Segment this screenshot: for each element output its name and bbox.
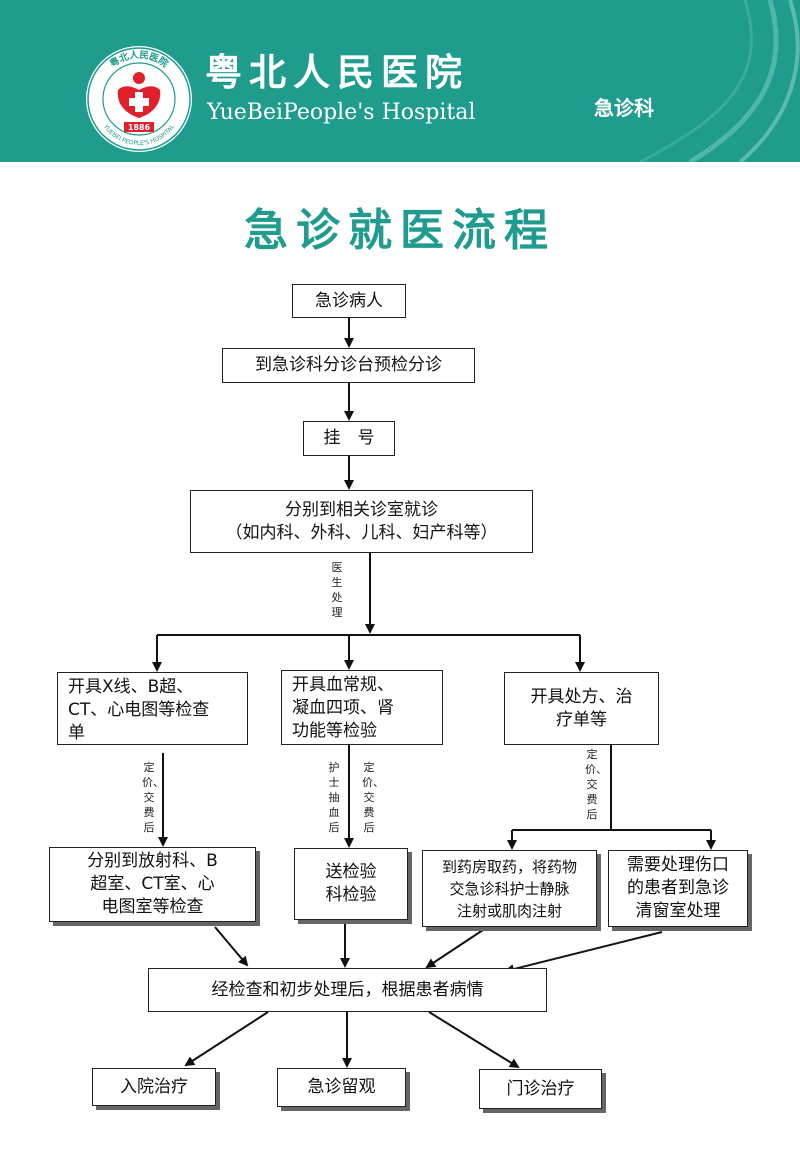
header-swoosh-decoration xyxy=(639,0,800,162)
node-wound-line-3: 清窗室处理 xyxy=(635,901,721,921)
label-pricing-pay-prescription: 定价、交费后 xyxy=(585,748,607,821)
page-title: 急诊就医流程 xyxy=(244,205,556,256)
node-outpatient-text: 门诊治疗 xyxy=(506,1078,575,1099)
node-lab-send-line-1: 送检验 xyxy=(325,862,377,882)
node-lab-order-line-3: 功能等检验 xyxy=(292,721,377,741)
node-prescription: 开具处方、治 疗单等 xyxy=(504,672,659,745)
node-patient: 急诊病人 xyxy=(292,284,406,318)
node-admit: 入院治疗 xyxy=(92,1068,216,1106)
node-exam-order: 开具X线、B超、 CT、心电图等检查 单 xyxy=(57,672,248,745)
arrow-to-admit xyxy=(184,1011,269,1067)
node-register: 挂 号 xyxy=(303,421,395,456)
node-consult-line-2: （如内科、外科、儿科、妇产科等） xyxy=(225,522,498,543)
hospital-logo: 粤北人民医院 YUEBEI PEOPLE'S HOSPITAL 1886 xyxy=(86,46,192,152)
node-lab-order-line-1: 开具血常规、 xyxy=(292,675,394,695)
node-patient-text: 急诊病人 xyxy=(315,290,383,311)
node-exam-go: 分别到放射科、B 超室、CT室、心 电图室等检查 xyxy=(49,847,256,922)
node-lab-order-line-2: 凝血四项、肾 xyxy=(292,698,394,718)
node-after-check-text: 经检查和初步处理后，根据患者病情 xyxy=(211,979,484,1000)
node-pharmacy-line-2: 交急诊科护士静脉 xyxy=(449,879,570,898)
node-exam-order-line-1: 开具X线、B超、 xyxy=(68,677,194,697)
node-register-text: 挂 号 xyxy=(323,428,375,448)
node-after-check: 经检查和初步处理后，根据患者病情 xyxy=(148,968,547,1012)
label-pricing-pay-exam: 定价、交费后 xyxy=(142,761,164,834)
node-consult-line-1: 分别到相关诊室就诊 xyxy=(285,499,438,520)
node-wound-line-2: 的患者到急诊 xyxy=(627,878,729,898)
node-observe: 急诊留观 xyxy=(277,1068,406,1107)
node-exam-order-line-2: CT、心电图等检查 xyxy=(68,700,210,720)
node-exam-go-line-3: 电图室等检查 xyxy=(101,897,204,917)
node-admit-text: 入院治疗 xyxy=(120,1076,188,1097)
node-consult: 分别到相关诊室就诊 （如内科、外科、儿科、妇产科等） xyxy=(190,490,533,553)
node-pharmacy-line-3: 注射或肌肉注射 xyxy=(456,901,562,920)
label-doctor-handle: 医生处理 xyxy=(331,561,343,619)
logo-year: 1886 xyxy=(128,123,151,132)
node-lab-send: 送检验 科检验 xyxy=(294,848,408,920)
node-observe-text: 急诊留观 xyxy=(307,1077,376,1097)
node-prescription-line-2: 疗单等 xyxy=(556,709,607,730)
arrow-wound-to-after-check xyxy=(504,931,663,974)
hospital-name-cn: 粤北人民医院 xyxy=(205,51,469,94)
node-prescription-line-1: 开具处方、治 xyxy=(530,686,633,707)
node-lab-send-line-2: 科检验 xyxy=(325,885,377,905)
node-pharmacy-line-1: 到药房取药，将药物 xyxy=(441,857,577,876)
label-nurse-draw: 护士抽血后 xyxy=(328,761,340,834)
node-wound: 需要处理伤口 的患者到急诊 清窗室处理 xyxy=(608,850,748,927)
label-pricing-pay-lab: 定价、交费后 xyxy=(362,761,384,834)
node-wound-line-1: 需要处理伤口 xyxy=(627,855,729,875)
arrow-to-outpatient xyxy=(428,1011,520,1069)
node-triage: 到急诊科分诊台预检分诊 xyxy=(222,348,475,383)
hospital-name-en: YueBeiPeople's Hospital xyxy=(207,100,476,125)
node-exam-order-line-3: 单 xyxy=(68,723,85,743)
node-lab-order: 开具血常规、 凝血四项、肾 功能等检验 xyxy=(281,670,443,745)
node-outpatient: 门诊治疗 xyxy=(479,1069,602,1109)
node-pharmacy: 到药房取药，将药物 交急诊科护士静脉 注射或肌肉注射 xyxy=(422,850,597,927)
arrow-pharmacy-to-after-check xyxy=(425,927,487,969)
node-exam-go-line-1: 分别到放射科、B xyxy=(87,851,218,871)
node-exam-go-line-2: 超室、CT室、心 xyxy=(90,874,215,894)
department-label: 急诊科 xyxy=(594,96,654,120)
arrow-exam-to-after-check xyxy=(214,926,249,967)
node-triage-text: 到急诊科分诊台预检分诊 xyxy=(255,355,442,375)
header-band: 粤北人民医院 YUEBEI PEOPLE'S HOSPITAL 1886 粤北人… xyxy=(0,0,800,162)
